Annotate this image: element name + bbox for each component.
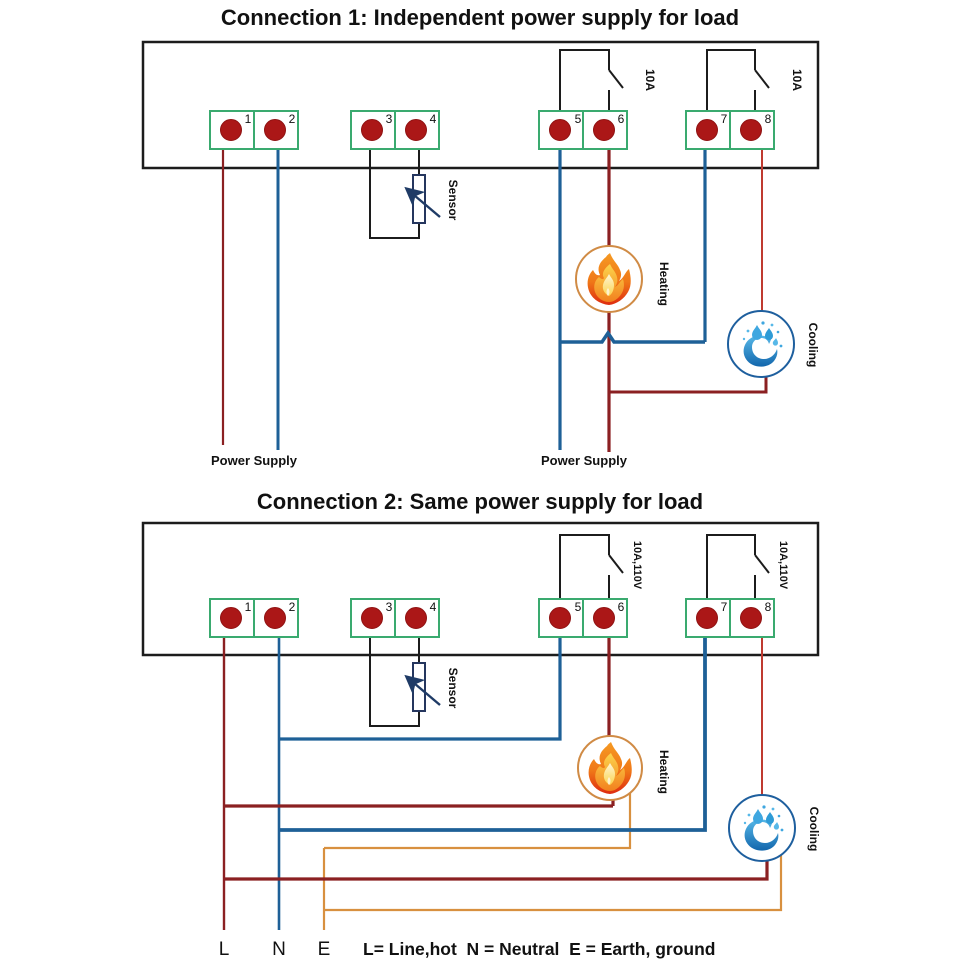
terminal-number: 2 [289, 600, 296, 614]
heating-icon-1 [575, 245, 643, 313]
adjustable-arrow [404, 186, 441, 218]
terminal-block-5-6: 5 6 [538, 110, 628, 150]
terminal-number: 2 [289, 112, 296, 126]
wire-relay5-to-neutral [279, 637, 562, 741]
terminal-number: 1 [245, 112, 252, 126]
earth-label: E [318, 939, 331, 960]
terminal-contact-5 [549, 119, 571, 141]
wire-relay7-to-neutral [279, 637, 707, 832]
terminal-contact-2 [264, 119, 286, 141]
cooling-label: Cooling [807, 807, 821, 852]
sensor-label: Sensor [446, 668, 460, 709]
terminal-contact-4 [405, 119, 427, 141]
sensor-icon-2 [369, 637, 441, 727]
terminal-number: 1 [245, 600, 252, 614]
heating-icon-2 [577, 735, 643, 801]
cooling-label: Cooling [806, 323, 820, 368]
relay-switch-cooling-1 [706, 49, 770, 111]
terminal-number: 6 [618, 600, 625, 614]
heating-label: Heating [657, 262, 671, 306]
heating-label: Heating [657, 750, 671, 794]
terminal-contact-3 [361, 119, 383, 141]
terminal-contact-5 [549, 607, 571, 629]
wire-blue-bridge-hop [560, 329, 705, 344]
relay-rating-label: 10A,110V [777, 541, 789, 590]
terminal-contact-6 [593, 119, 615, 141]
relay-switch-heating-2 [559, 534, 624, 599]
terminal-number: 5 [575, 112, 582, 126]
legend: L= Line,hot N = Neutral E = Earth, groun… [363, 939, 715, 959]
sensor-label: Sensor [446, 180, 460, 221]
terminal-block-1-2: 1 2 [209, 598, 299, 638]
terminal-contact-3 [361, 607, 383, 629]
terminal-block-7-8: 7 8 [685, 598, 775, 638]
power-supply-right-label: Power Supply [541, 453, 628, 468]
wire-cooling-earth [324, 855, 783, 912]
wire-heating-earth [324, 793, 632, 850]
connection1-diagram: Connection 1: Independent power supply f… [141, 5, 820, 468]
neutral-label: N [272, 939, 286, 960]
terminal-block-7-8: 7 8 [685, 110, 775, 150]
terminal-number: 7 [721, 600, 728, 614]
connection1-title: Connection 1: Independent power supply f… [221, 5, 739, 30]
relay-switch-cooling-2 [706, 534, 770, 599]
relay-rating-label: 10A [643, 69, 657, 91]
relay-switch-heating-1 [559, 49, 624, 111]
adjustable-arrow [404, 674, 441, 706]
wire-cooling-return [609, 377, 768, 394]
terminal-block-5-6: 5 6 [538, 598, 628, 638]
terminal-contact-2 [264, 607, 286, 629]
wire-cooling-to-line [224, 861, 769, 881]
terminal-contact-1 [220, 119, 242, 141]
power-supply-left-label: Power Supply [211, 453, 298, 468]
relay-rating-label: 10A [790, 69, 804, 91]
terminal-contact-6 [593, 607, 615, 629]
terminal-block-1-2: 1 2 [209, 110, 299, 150]
terminal-block-3-4: 3 4 [350, 110, 440, 150]
terminal-contact-7 [696, 607, 718, 629]
terminal-contact-8 [740, 119, 762, 141]
terminal-number: 3 [386, 112, 393, 126]
terminal-contact-7 [696, 119, 718, 141]
terminal-number: 6 [618, 112, 625, 126]
terminal-block-3-4: 3 4 [350, 598, 440, 638]
relay-rating-label: 10A,110V [631, 541, 643, 590]
cooling-icon-2 [728, 794, 796, 862]
terminal-number: 8 [765, 112, 772, 126]
terminal-number: 5 [575, 600, 582, 614]
connection2-diagram: Connection 2: Same power supply for load… [141, 489, 821, 960]
terminal-number: 4 [430, 600, 437, 614]
terminal-contact-8 [740, 607, 762, 629]
line-label: L [219, 939, 230, 960]
wire-heating-to-line [224, 800, 615, 808]
connection2-title: Connection 2: Same power supply for load [257, 489, 703, 514]
terminal-contact-1 [220, 607, 242, 629]
sensor-icon-1 [369, 149, 441, 239]
cooling-icon-1 [727, 310, 795, 378]
terminal-number: 4 [430, 112, 437, 126]
terminal-number: 7 [721, 112, 728, 126]
terminal-number: 8 [765, 600, 772, 614]
terminal-contact-4 [405, 607, 427, 629]
terminal-number: 3 [386, 600, 393, 614]
